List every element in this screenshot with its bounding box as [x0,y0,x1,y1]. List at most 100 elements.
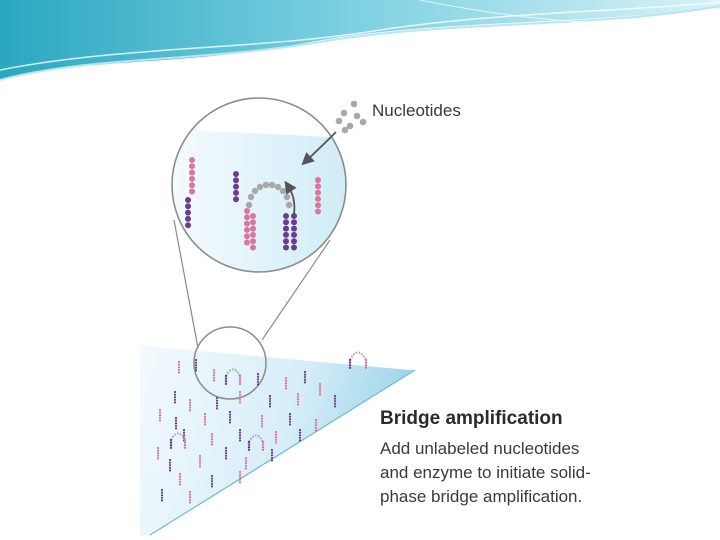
surface-strand-nucleotide [169,446,173,449]
surface-strand-nucleotide [238,476,242,479]
surface-strand-nucleotide [194,369,198,372]
surface-strand-nucleotide [169,441,173,444]
strand-nucleotide [283,244,289,251]
surface-strand-nucleotide [238,470,242,474]
surface-strand-nucleotide [238,396,242,399]
caption-title: Bridge amplification [380,408,563,429]
new-nucleotide [256,183,264,191]
new-nucleotide [279,187,287,195]
zoom-line-right [261,239,331,341]
surface-strand-nucleotide [188,496,192,499]
surface-strand-nucleotide [210,485,214,488]
surface-strand-nucleotide [298,439,302,442]
strand-nucleotide [250,213,256,219]
surface-strand-nucleotide [156,449,160,452]
surface-strand-nucleotide [256,383,260,386]
nucleotides-label: Nucleotides [372,101,461,120]
strand-nucleotide [244,208,250,214]
surface-strand-nucleotide [224,380,228,383]
strand-nucleotide [291,231,297,238]
surface-strand-nucleotide [194,358,198,362]
strand-nucleotide [250,219,256,226]
surface-strand-nucleotide [238,428,242,432]
strand-nucleotide [250,238,256,245]
nucleotide-arrow-icon [301,131,337,166]
surface-strand-nucleotide [174,419,178,422]
strand-nucleotide [315,177,321,183]
surface-strand-nucleotide [274,436,278,439]
surface-strand-nucleotide [238,431,242,434]
surface-strand-nucleotide [298,428,302,432]
surface-strand-nucleotide [333,402,337,405]
surface-strand-nucleotide [215,404,219,407]
strand-nucleotide [189,188,195,195]
surface-strand-nucleotide [198,454,202,458]
new-nucleotide [268,181,276,189]
surface-bridge [225,368,241,377]
surface-strand-nucleotide [284,387,288,390]
surface-strand-nucleotide [333,397,337,400]
surface-strand-nucleotide [303,373,307,376]
surface-strand-nucleotide [244,462,248,465]
surface-strand-nucleotide [178,478,182,481]
surface-strand-nucleotide [210,443,214,446]
surface-strand-nucleotide [247,448,251,451]
strand-nucleotide [291,244,297,251]
surface-strand-nucleotide [188,409,192,412]
surface-strand-nucleotide [203,420,207,423]
surface-strand-nucleotide [314,429,318,432]
new-nucleotide [283,193,291,201]
surface-strand-nucleotide [247,443,251,446]
surface-strand-nucleotide [318,382,322,386]
surface-strand-nucleotide [364,361,368,364]
surface-strand-nucleotide [288,418,292,421]
surface-strand-nucleotide [270,454,274,457]
surface-strand-nucleotide [268,400,272,403]
strand-nucleotide [233,171,239,177]
surface-strand-nucleotide [256,378,260,381]
surface-strand-nucleotide [188,490,192,494]
surface-strand-nucleotide [364,366,368,369]
strand-nucleotide [244,239,250,246]
surface-strand-nucleotide [284,384,288,387]
surface-strand-nucleotide [198,457,202,460]
surface-strand-nucleotide [156,446,160,450]
surface-strand-nucleotide [215,396,219,400]
surface-strand-nucleotide [244,456,248,460]
surface-strand-nucleotide [224,374,228,378]
surface-strand-nucleotide [228,416,232,419]
surface-strand-nucleotide [174,416,178,420]
surface-strand-nucleotide [210,440,214,443]
surface-strand-nucleotide [158,408,162,412]
surface-strand-nucleotide [288,412,292,416]
surface-strand-nucleotide [156,454,160,457]
zoom-line-left [173,219,199,349]
zoom-region-circle [193,326,267,400]
surface-strand-nucleotide [260,425,264,428]
magnified-view [171,97,347,273]
surface-strand-nucleotide [215,402,219,405]
strand-nucleotide [189,175,195,182]
strand-nucleotide [189,163,195,170]
surface-strand-nucleotide [298,431,302,434]
surface-strand-nucleotide [183,441,187,444]
surface-strand-nucleotide [274,433,278,436]
surface-strand-nucleotide [210,482,214,485]
surface-strand-nucleotide [188,406,192,409]
surface-strand-nucleotide [256,372,260,376]
surface-strand-nucleotide [210,474,214,478]
new-nucleotide [274,183,282,191]
surface-strand-nucleotide [261,446,265,449]
surface-strand-nucleotide [158,419,162,422]
surface-strand-nucleotide [177,360,181,364]
surface-strand-nucleotide [296,392,300,396]
surface-strand-nucleotide [173,401,177,404]
surface-strand-nucleotide [261,448,265,451]
surface-strand-nucleotide [303,381,307,384]
surface-strands [156,351,368,504]
surface-strand-nucleotide [238,374,242,378]
surface-bridge [170,432,186,441]
surface-strand-nucleotide [210,480,214,483]
surface-strand-nucleotide [177,363,181,366]
strand-nucleotide [244,220,250,227]
